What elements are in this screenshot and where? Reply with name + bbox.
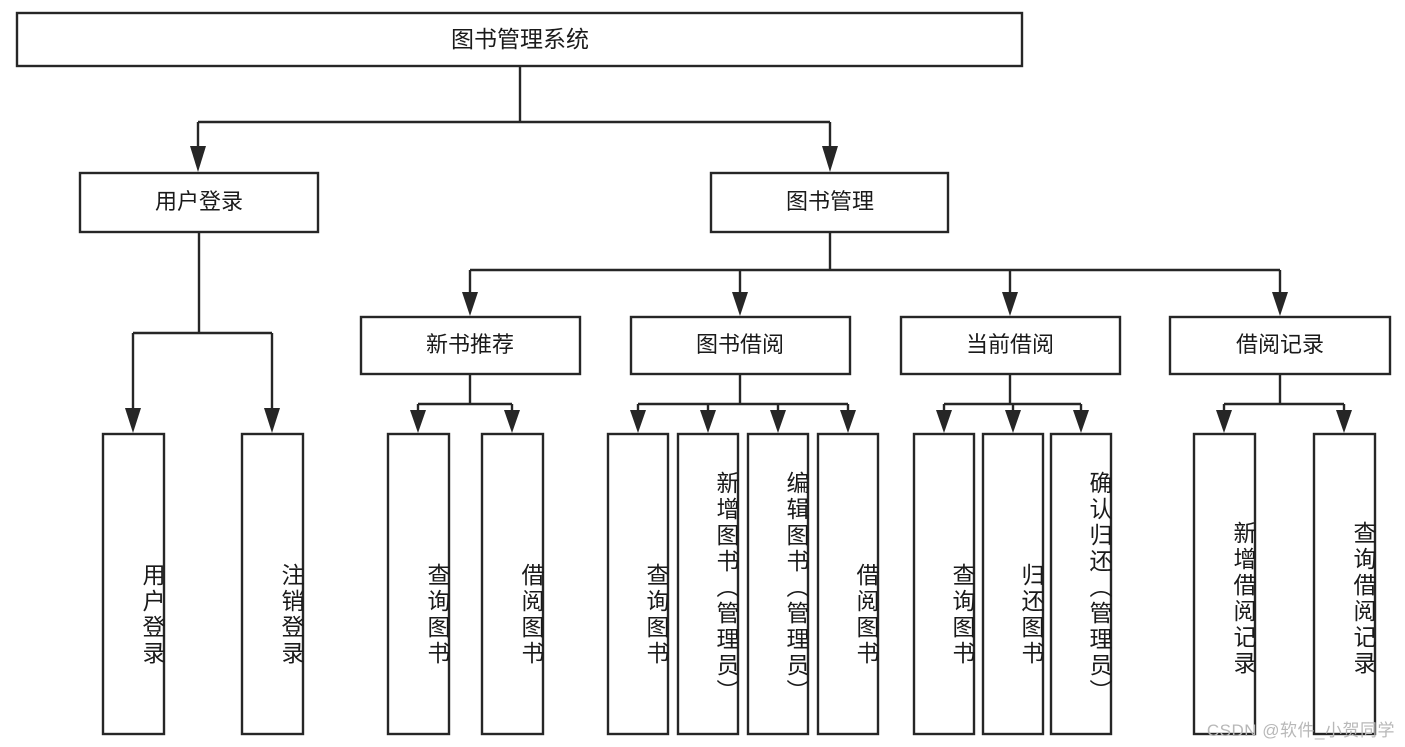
watermark-text: CSDN @软件_小贺同学 [1206,721,1395,740]
arrow-to-leaf-add-book [700,410,716,433]
arrow-to-current-borrow [1002,292,1018,316]
node-leaf-add-record-rect[interactable] [1192,432,1257,736]
node-leaf-return-book-rect[interactable] [981,432,1045,736]
arrow-to-leaf-query-record [1336,410,1352,433]
node-current-borrow-label: 当前借阅 [966,332,1054,357]
node-book-borrow[interactable]: 图书借阅 [629,315,852,376]
arrow-to-book-manage [822,146,838,172]
node-book-borrow-rect[interactable] [629,315,852,376]
arrow-to-book-borrow [732,292,748,316]
node-current-borrow[interactable]: 当前借阅 [899,315,1122,376]
node-current-borrow-rect[interactable] [899,315,1122,376]
node-borrow-record-label: 借阅记录 [1236,332,1324,357]
arrow-to-new-book-rec [462,292,478,316]
node-leaf-user-login-rect[interactable] [101,432,166,736]
node-leaf-borrow-book-1-rect[interactable] [480,432,545,736]
node-user-login-label: 用户登录 [155,189,243,214]
node-leaf-query-book-2-rect[interactable] [606,432,670,736]
arrow-to-leaf-user-logout [264,408,280,433]
node-book-manage[interactable]: 图书管理 [709,171,950,234]
node-leaf-user-logout-rect[interactable] [240,432,305,736]
arrow-to-leaf-query-book-1 [410,410,426,433]
node-borrow-record-rect[interactable] [1168,315,1392,376]
node-user-login[interactable]: 用户登录 [78,171,320,234]
node-root-rect[interactable] [15,11,1024,68]
arrow-to-leaf-user-login [125,408,141,433]
node-leaf-query-book-3-rect[interactable] [912,432,976,736]
node-leaf-borrow-book-2-rect[interactable] [816,432,880,736]
node-new-book-rec-label: 新书推荐 [426,332,514,357]
leaf-nodes-layer [101,432,1377,736]
arrow-to-user-login [190,146,206,172]
node-leaf-query-book-1-rect[interactable] [386,432,451,736]
node-book-manage-rect[interactable] [709,171,950,234]
node-leaf-add-book-rect[interactable] [676,432,740,736]
node-borrow-record[interactable]: 借阅记录 [1168,315,1392,376]
arrow-to-leaf-borrow-book-2 [840,410,856,433]
node-leaf-confirm-return-rect[interactable] [1049,432,1113,736]
arrow-to-leaf-confirm-return [1073,410,1089,433]
connectors-layer [125,66,1352,433]
arrow-to-leaf-query-book-3 [936,410,952,433]
node-root-label: 图书管理系统 [451,26,589,52]
nodes-layer: 图书管理系统 用户登录 图书管理 新书推荐 图书借阅 当前 [15,11,1392,736]
arrow-to-leaf-borrow-book-1 [504,410,520,433]
arrow-to-leaf-add-record [1216,410,1232,433]
node-new-book-rec[interactable]: 新书推荐 [359,315,582,376]
arrow-to-borrow-record [1272,292,1288,316]
node-leaf-edit-book-rect[interactable] [746,432,810,736]
node-new-book-rec-rect[interactable] [359,315,582,376]
arrow-to-leaf-edit-book [770,410,786,433]
node-book-manage-label: 图书管理 [786,189,874,214]
arrow-to-leaf-return-book [1005,410,1021,433]
node-leaf-query-record-rect[interactable] [1312,432,1377,736]
node-user-login-rect[interactable] [78,171,320,234]
node-book-borrow-label: 图书借阅 [696,332,784,357]
arrow-to-leaf-query-book-2 [630,410,646,433]
node-root[interactable]: 图书管理系统 [15,11,1024,68]
